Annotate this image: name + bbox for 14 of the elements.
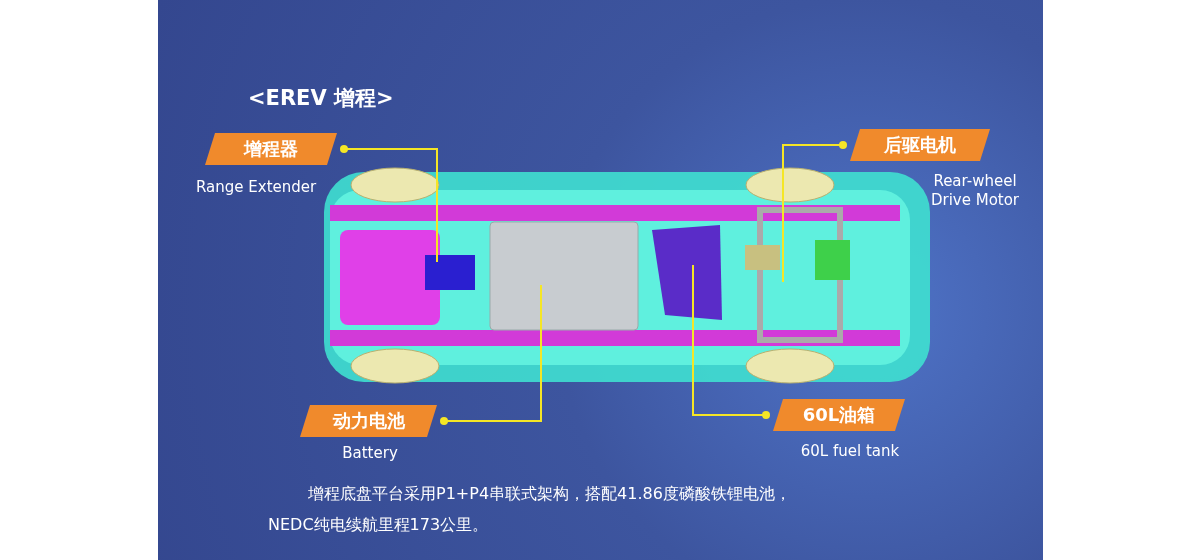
caption: 增程底盘平台采用P1+P4串联式架构，搭配41.86度磷酸铁锂电池，NEDC纯电续航里程173公里。: [268, 483, 792, 536]
label-tag: 60L油箱: [773, 399, 905, 431]
english-caption: Range Extender: [196, 178, 318, 197]
label-tag: 动力电池: [300, 405, 437, 437]
leader-line: [440, 284, 542, 425]
label-tag: 后驱电机: [850, 129, 990, 161]
english-caption: Battery: [341, 444, 399, 463]
leader-line: [692, 264, 770, 419]
english-caption: Rear-wheel Drive Motor: [929, 172, 1021, 210]
label-tag: 增程器: [205, 133, 337, 165]
english-caption: 60L fuel tank: [799, 442, 901, 461]
leader-line: [782, 141, 847, 283]
diagram-title: <EREV 增程>: [248, 85, 394, 112]
leader-line: [340, 145, 438, 263]
